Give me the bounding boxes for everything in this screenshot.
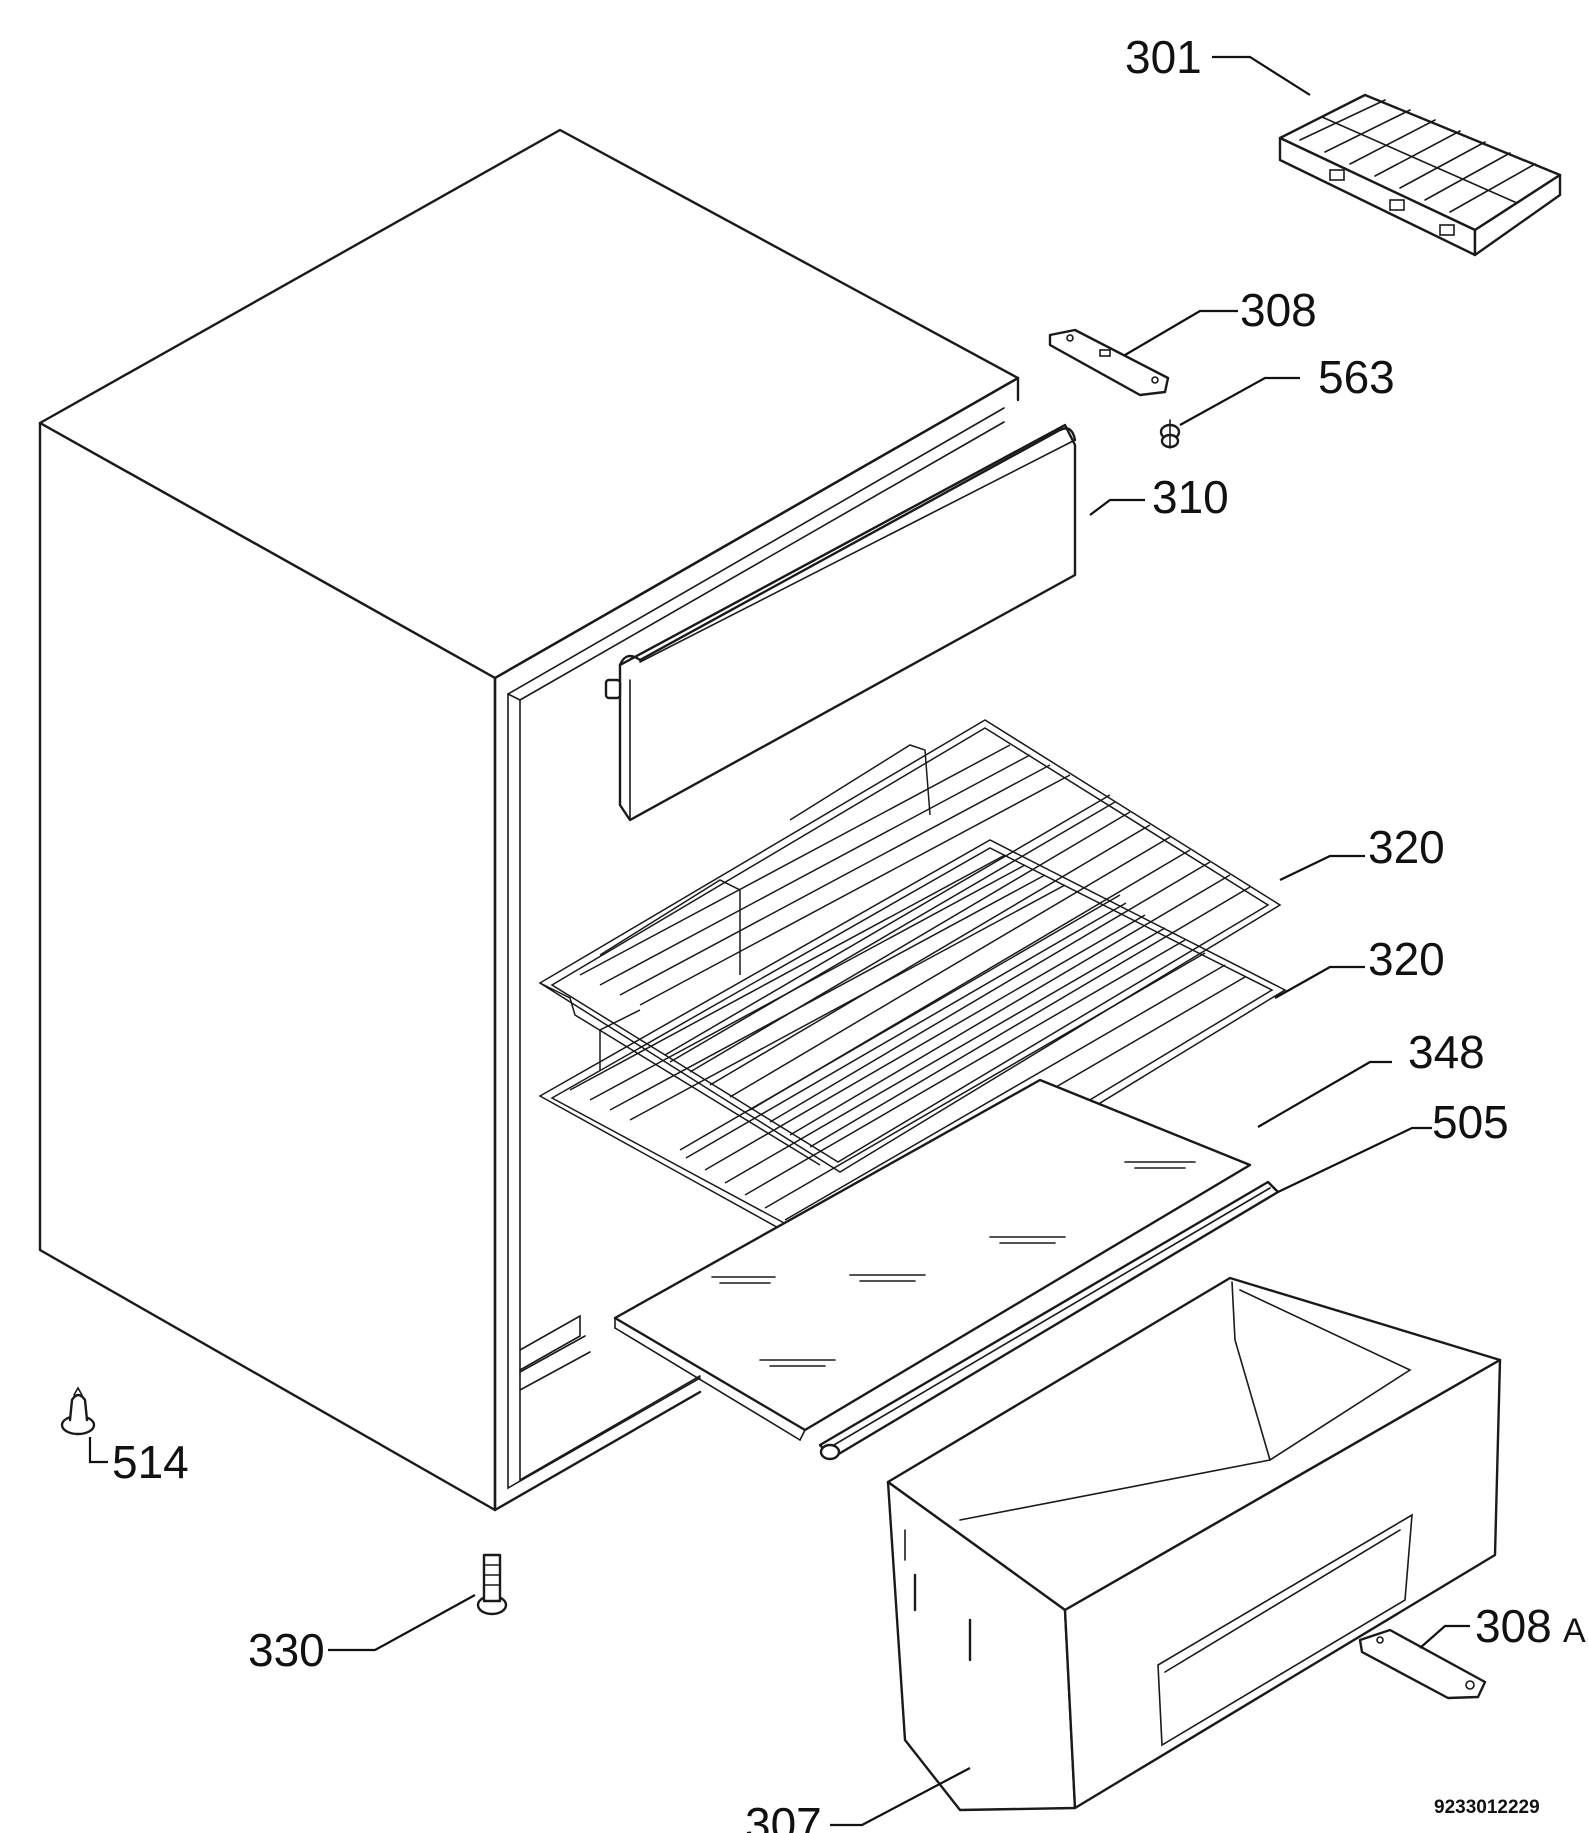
hinge-top: [1048, 328, 1170, 397]
label-514: 514: [112, 1436, 189, 1488]
part-labels: 301 308 563 310 320 320 348 505 514 330 …: [112, 31, 1586, 1833]
glass-shelf: [613, 1078, 1252, 1441]
leader-lines: [88, 55, 1470, 1827]
freezer-door: [604, 423, 1077, 822]
label-330: 330: [248, 1624, 325, 1676]
glass-reflection-marks: [711, 1161, 1196, 1367]
label-320-upper: 320: [1368, 821, 1445, 873]
label-308-bottom: 308: [1475, 1600, 1552, 1652]
label-310: 310: [1152, 471, 1229, 523]
ice-tray: [1278, 93, 1562, 257]
document-number: 9233012229: [1434, 1797, 1540, 1818]
wire-shelf-upper: [538, 719, 1282, 1173]
foot-514: [60, 1386, 96, 1436]
label-505: 505: [1432, 1096, 1509, 1148]
label-348: 348: [1408, 1026, 1485, 1078]
adjustable-foot-330: [476, 1553, 508, 1616]
hinge-bottom: [1358, 1628, 1487, 1700]
label-320-lower: 320: [1368, 933, 1445, 985]
crisper-drawer: [886, 1276, 1502, 1812]
label-307: 307: [745, 1798, 822, 1833]
label-301: 301: [1125, 31, 1202, 83]
refrigerator-cabinet: [38, 128, 1020, 1512]
label-563: 563: [1318, 351, 1395, 403]
wire-shelf-upper-slats: [579, 744, 1251, 1148]
label-308: 308: [1240, 284, 1317, 336]
nut: [1159, 419, 1181, 449]
label-308-suffix: A: [1563, 1612, 1586, 1650]
